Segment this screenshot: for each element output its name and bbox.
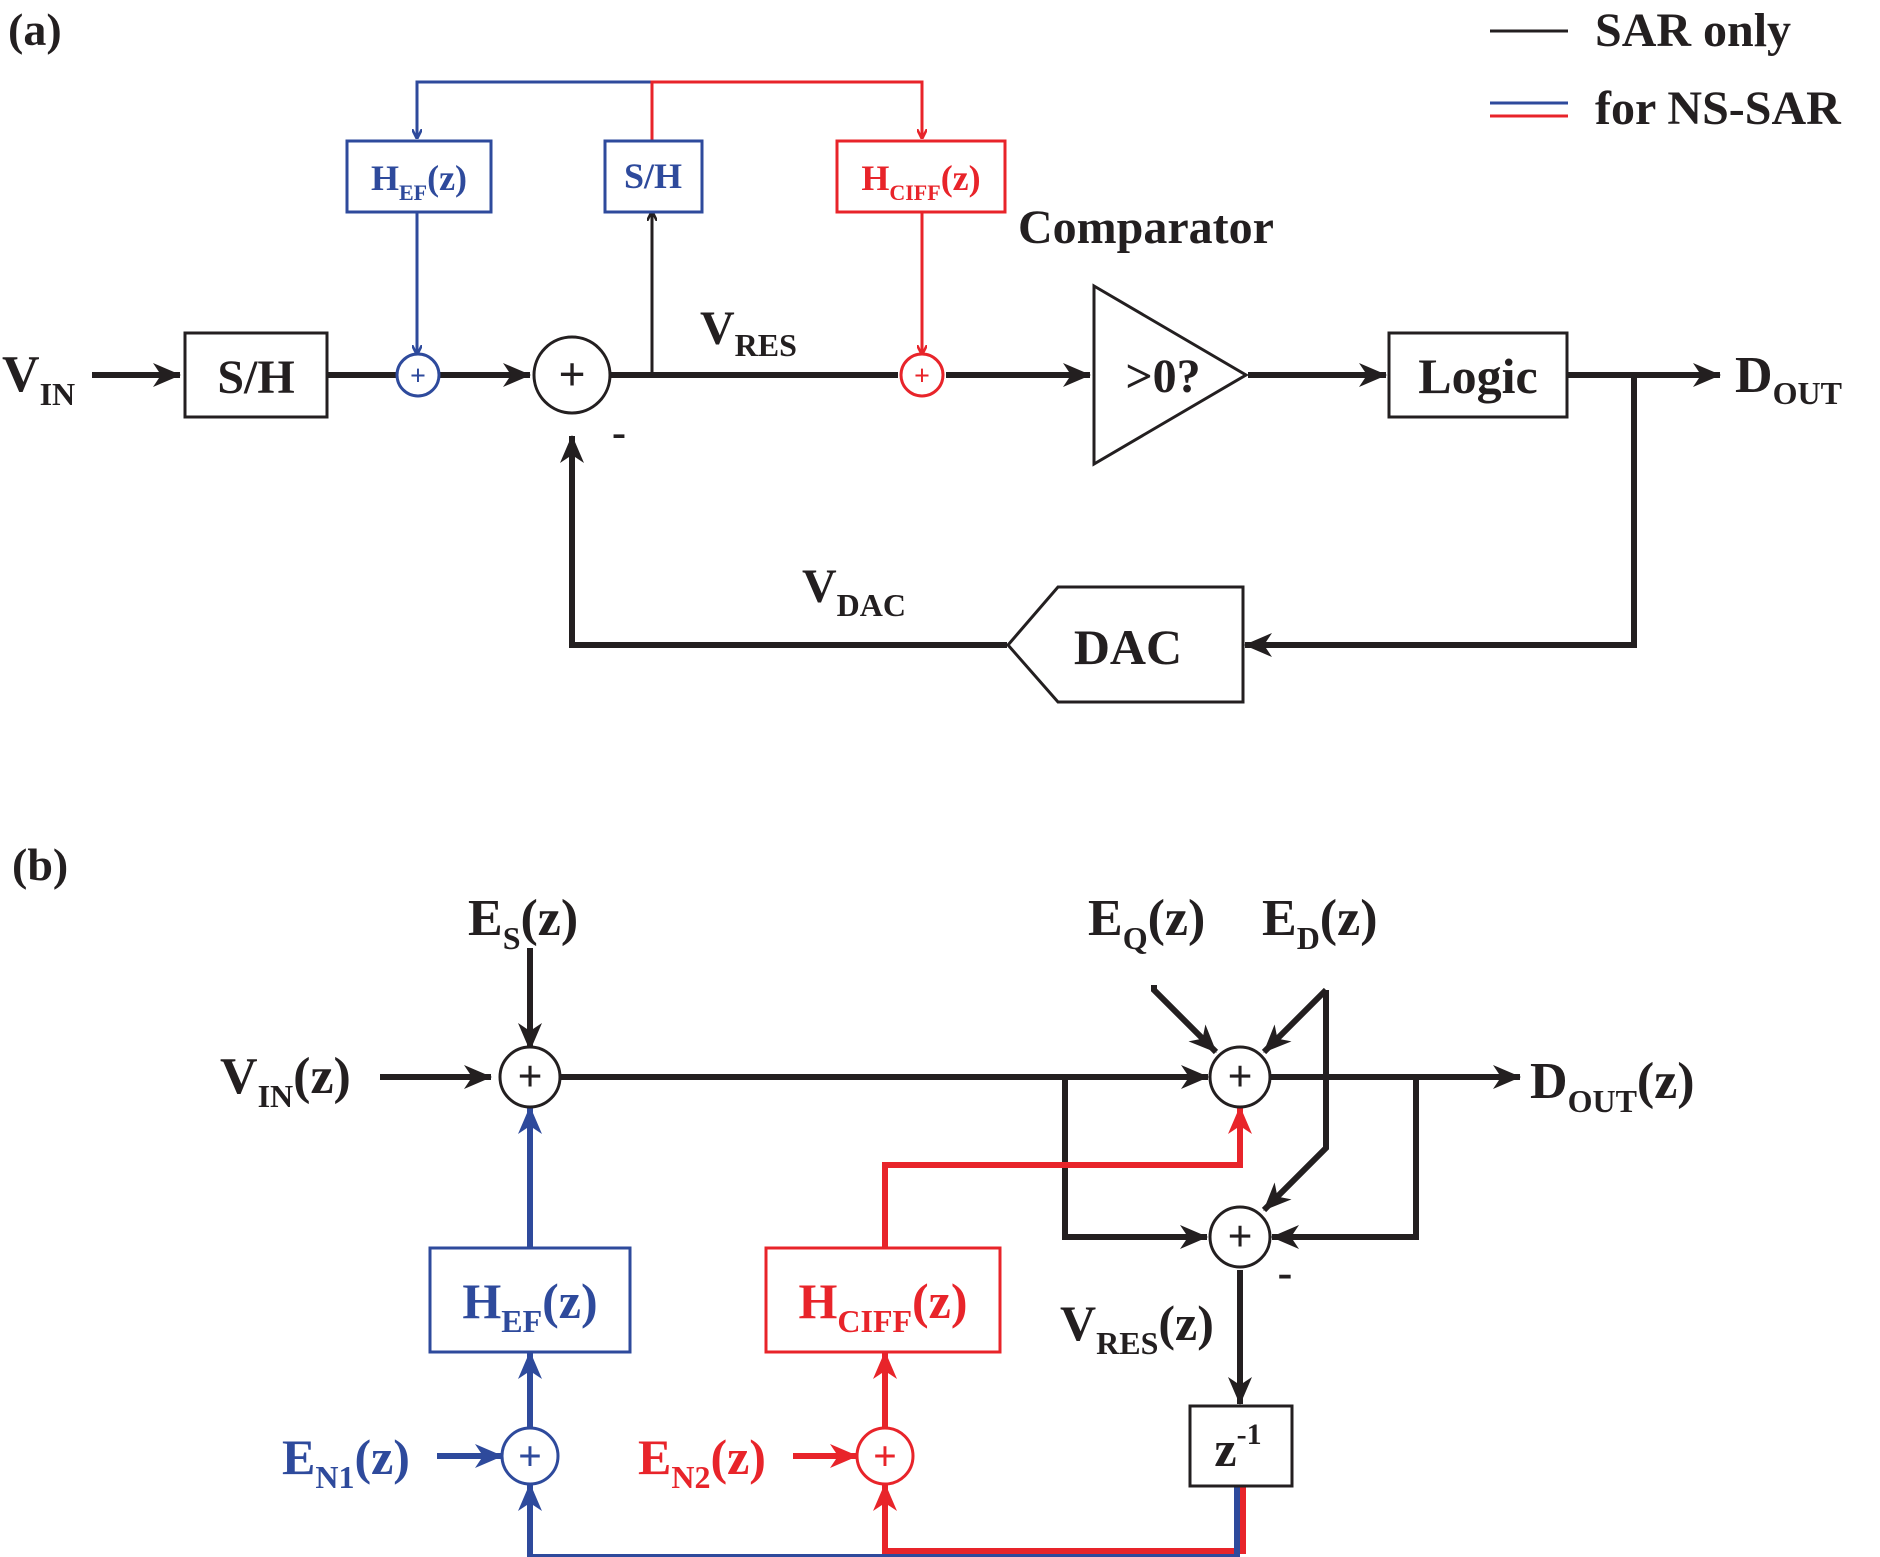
b-vres-label: VRES(z) bbox=[1060, 1295, 1214, 1361]
feedback-sample-hold-block bbox=[603, 139, 704, 214]
comparator-block bbox=[1092, 283, 1249, 467]
vin-label: VIN bbox=[2, 346, 75, 412]
b-sampling-noise-plus: + bbox=[517, 1052, 542, 1101]
residue-summing-plus: + bbox=[558, 348, 585, 401]
b-en1-plus: + bbox=[518, 1434, 542, 1480]
b-forward-to-residue-wire bbox=[1062, 1077, 1208, 1249]
hef-block bbox=[345, 139, 493, 214]
ciff-summing-node bbox=[899, 352, 945, 398]
dout-to-dac-wire bbox=[1244, 375, 1637, 657]
comparator-label: >0? bbox=[1125, 350, 1200, 403]
b-zinv-blue-wire bbox=[518, 1483, 1240, 1557]
b-ed-wire-down bbox=[1261, 990, 1329, 1213]
b-output-plus: + bbox=[1227, 1052, 1252, 1101]
b-en1-summing-node bbox=[500, 1426, 560, 1486]
feedback-sample-hold-label: S/H bbox=[624, 156, 682, 196]
residue-summing-node bbox=[532, 335, 612, 415]
b-eq-label: EQ(z) bbox=[1088, 890, 1205, 956]
dac-block bbox=[1006, 585, 1245, 704]
b-en1-label: EN1(z) bbox=[282, 1429, 410, 1495]
b-en2-plus: + bbox=[873, 1434, 897, 1480]
b-residue-minus: - bbox=[1278, 1248, 1293, 1297]
legend-ns-sar-label: for NS-SAR bbox=[1595, 82, 1842, 135]
dac-label: DAC bbox=[1074, 619, 1182, 675]
b-hef-label: HEF(z) bbox=[462, 1273, 597, 1339]
b-dout-label: DOUT(z) bbox=[1530, 1053, 1695, 1119]
panel-b-tag: (b) bbox=[12, 839, 68, 890]
b-output-summing-node bbox=[1208, 1045, 1272, 1109]
b-hciff-label: HCIFF(z) bbox=[798, 1273, 967, 1339]
b-delay-label: z-1 bbox=[1214, 1418, 1261, 1477]
sh-to-hciff-feedback-wire bbox=[650, 80, 922, 141]
panel-a-tag: (a) bbox=[8, 4, 62, 55]
b-hciff-to-sum2-wire bbox=[882, 1106, 1252, 1248]
b-vin-label: VIN(z) bbox=[220, 1048, 351, 1114]
b-en2-summing-node bbox=[855, 1426, 915, 1486]
b-residue-plus: + bbox=[1227, 1212, 1252, 1261]
residue-summing-minus: - bbox=[612, 410, 626, 456]
sample-hold-block bbox=[183, 331, 329, 419]
vdac-to-sum-wire bbox=[560, 435, 1007, 648]
b-eq-wire bbox=[1151, 985, 1219, 1055]
b-delay-block bbox=[1188, 1404, 1294, 1488]
dout-label: DOUT bbox=[1735, 347, 1842, 411]
comparator-title: Comparator bbox=[1018, 201, 1274, 254]
b-hef-block bbox=[428, 1246, 632, 1354]
sar-logic-block bbox=[1387, 331, 1569, 419]
ef-summing-plus: + bbox=[410, 361, 426, 392]
sar-logic-label: Logic bbox=[1418, 348, 1537, 404]
b-sampling-noise-summing-node bbox=[498, 1045, 562, 1109]
hciff-label: HCIFF(z) bbox=[861, 158, 980, 205]
panel-a: (a) VIN S/H + + - + HEF bbox=[2, 4, 1842, 704]
b-zinv-red-wire bbox=[873, 1483, 1246, 1554]
hef-label: HEF(z) bbox=[371, 158, 467, 205]
sh-to-hef-feedback-wire bbox=[417, 80, 654, 141]
b-hciff-block bbox=[764, 1246, 1002, 1354]
panel-b: (b) ES(z) EQ(z) ED(z) VIN(z) DOUT(z) bbox=[12, 839, 1695, 1557]
b-dout-to-residue-wire bbox=[1271, 1077, 1419, 1249]
sample-hold-label: S/H bbox=[217, 351, 294, 404]
vres-label: VRES bbox=[700, 302, 797, 363]
vdac-label: VDAC bbox=[802, 560, 906, 623]
b-ed-wire-top bbox=[1261, 987, 1329, 1055]
legend-sar-only-label: SAR only bbox=[1595, 4, 1791, 57]
b-en2-label: EN2(z) bbox=[638, 1429, 766, 1495]
b-residue-summing-node bbox=[1208, 1205, 1272, 1269]
hciff-block bbox=[835, 139, 1007, 214]
b-es-label: ES(z) bbox=[468, 890, 578, 956]
ef-summing-node bbox=[395, 352, 441, 398]
b-ed-label: ED(z) bbox=[1262, 890, 1378, 956]
legend: SAR only for NS-SAR bbox=[1490, 4, 1842, 135]
ciff-summing-plus: + bbox=[914, 361, 930, 392]
